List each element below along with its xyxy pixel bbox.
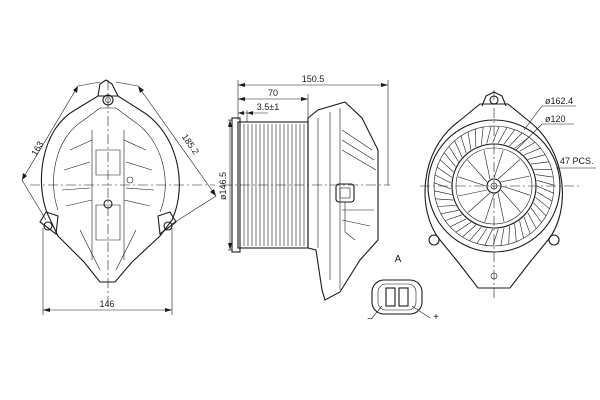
rear-view: ø162.4 ø120 47 PCS. [420, 90, 596, 300]
dim-163: 163 [29, 139, 45, 157]
detail-label-a: A [395, 254, 402, 265]
dim-185-2: 185.2 [180, 132, 201, 156]
dim-70: 70 [268, 88, 278, 98]
fan-blades-rear [433, 126, 555, 247]
plus-sign: + [433, 312, 439, 323]
dim-146: 146 [99, 299, 114, 309]
dim-3-5: 3.5±1 [257, 102, 279, 112]
side-view: 150.5 70 3.5±1 ø146.5 [218, 74, 390, 301]
dim-diameter-146-5: ø146.5 [218, 172, 228, 200]
front-view: 163 185.2 146 [21, 79, 217, 315]
fan-blades-side [243, 124, 305, 246]
hub-spokes [458, 150, 530, 222]
dim-150-5: 150.5 [302, 74, 325, 84]
minus-sign: − [367, 314, 373, 325]
blade-count-label: 47 PCS. [560, 156, 594, 166]
dim-diameter-120: ø120 [545, 114, 566, 124]
dim-diameter-162-4: ø162.4 [545, 96, 573, 106]
connector-detail: A − + [367, 254, 439, 325]
